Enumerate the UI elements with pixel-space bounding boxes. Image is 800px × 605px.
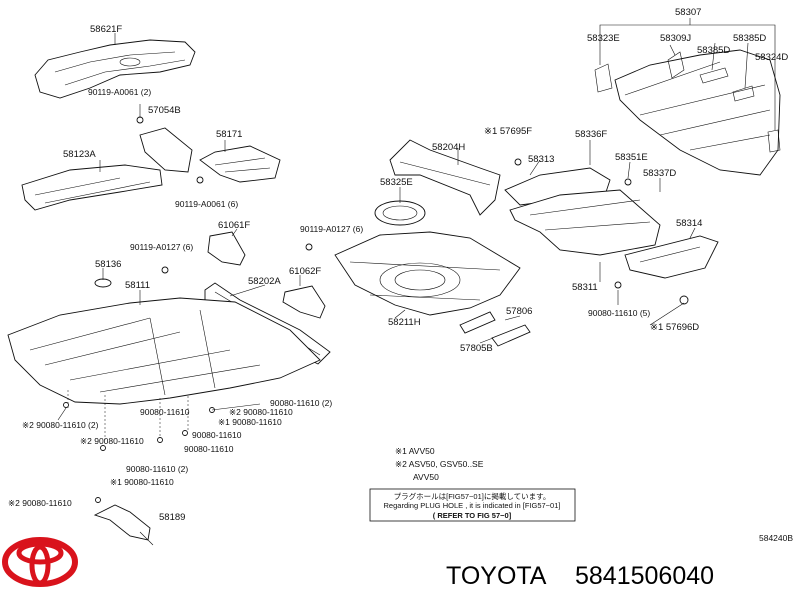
- label-90080-11610-5: 90080-11610 (5): [588, 308, 650, 318]
- label-57805B: 57805B: [460, 343, 493, 354]
- label-58309J: 58309J: [660, 33, 691, 44]
- bolt-icons: [63, 116, 689, 503]
- refer-line-1: プラグホールは[FIG57−01]に掲載しています。: [394, 491, 551, 501]
- label-fastener-4: ※1 90080-11610: [218, 417, 282, 427]
- figure-code: 584240B: [759, 533, 793, 543]
- brand-name: TOYOTA: [446, 562, 547, 590]
- label-58189: 58189: [159, 512, 185, 523]
- label-58324D: 58324D: [755, 52, 788, 63]
- label-58311: 58311: [572, 282, 598, 293]
- label-58621F: 58621F: [90, 24, 122, 35]
- label-58337D: 58337D: [643, 168, 676, 179]
- part-58189: [93, 504, 151, 541]
- label-fastener-10: ※1 90080-11610: [110, 477, 174, 487]
- note-3: AVV50: [413, 472, 439, 482]
- note-1: ※1 AVV50: [395, 446, 435, 456]
- label-61062F: 61062F: [289, 266, 321, 277]
- label-61061F: 61061F: [218, 220, 250, 231]
- toyota-logo-icon: [2, 537, 78, 587]
- label-fastener-11: ※2 90080-11610: [8, 498, 72, 508]
- label-58385D-b: 58385D: [697, 45, 730, 56]
- label-fastener-5: ※2 90080-11610 (2): [22, 420, 99, 430]
- label-58323E: 58323E: [587, 33, 620, 44]
- label-58336F: 58336F: [575, 129, 607, 140]
- label-fastener-9: 90080-11610 (2): [126, 464, 188, 474]
- label-58204H: 58204H: [432, 142, 465, 153]
- label-58171: 58171: [216, 129, 242, 140]
- part-58621F: [34, 39, 196, 99]
- label-57054B: 57054B: [148, 105, 181, 116]
- label-90119-A0061-6: 90119-A0061 (6): [175, 199, 238, 209]
- part-58314: [624, 235, 719, 279]
- label-fastener-1: 90080-11610 (2): [270, 398, 332, 408]
- label-57806: 57806: [506, 306, 532, 317]
- label-fastener-7: ※2 90080-11610: [80, 436, 144, 446]
- label-fastener-6: 90080-11610: [192, 430, 242, 440]
- part-57054B: [139, 127, 193, 173]
- label-fastener-2: ※2 90080-11610: [229, 407, 293, 417]
- label-58111: 58111: [125, 280, 150, 291]
- refer-box: プラグホールは[FIG57−01]に掲載しています。 Regarding PLU…: [369, 488, 576, 522]
- part-58307: [594, 49, 781, 176]
- part-61061F: [207, 231, 246, 266]
- part-number: 5841506040: [575, 562, 714, 590]
- label-58136: 58136: [95, 259, 121, 270]
- refer-line-3: ( REFER TO FIG 57−0]: [433, 511, 512, 520]
- note-2: ※2 ASV50, GSV50..SE: [395, 459, 484, 469]
- label-58351E: 58351E: [615, 152, 648, 163]
- part-labels: 58621F 58307 58323E 58309J 58385D 58385D…: [8, 7, 788, 523]
- label-58325E: 58325E: [380, 177, 413, 188]
- part-58123A: [21, 164, 163, 211]
- label-58307: 58307: [675, 7, 701, 18]
- label-58123A: 58123A: [63, 149, 96, 160]
- variant-notes: ※1 AVV50 ※2 ASV50, GSV50..SE AVV50: [395, 446, 484, 482]
- label-fastener-8: 90080-11610: [184, 444, 234, 454]
- leader-lines: [57, 18, 776, 546]
- label-58313: 58313: [528, 154, 554, 165]
- label-90119-A0127-6a: 90119-A0127 (6): [130, 242, 193, 252]
- refer-line-2: Regarding PLUG HOLE , it is indicated in…: [384, 501, 561, 510]
- part-58204H: [389, 139, 501, 216]
- label-58385D-a: 58385D: [733, 33, 766, 44]
- label-57695F: ※1 57695F: [484, 126, 532, 137]
- label-57696D: ※1 57696D: [650, 322, 699, 333]
- label-58314: 58314: [676, 218, 702, 229]
- label-58211H: 58211H: [388, 317, 421, 328]
- label-58202A: 58202A: [248, 276, 281, 287]
- part-61062F: [282, 285, 326, 319]
- part-58136: [94, 278, 112, 288]
- part-57806: [459, 311, 531, 347]
- label-fastener-3: 90080-11610: [140, 407, 190, 417]
- part-58325E: [374, 200, 426, 226]
- part-58171: [199, 145, 281, 183]
- part-58111: [7, 297, 321, 440]
- label-90119-A0061-2: 90119-A0061 (2): [88, 87, 151, 97]
- label-90119-A0127-6b: 90119-A0127 (6): [300, 224, 363, 234]
- part-58211H: [334, 231, 521, 316]
- part-58313: [504, 167, 661, 256]
